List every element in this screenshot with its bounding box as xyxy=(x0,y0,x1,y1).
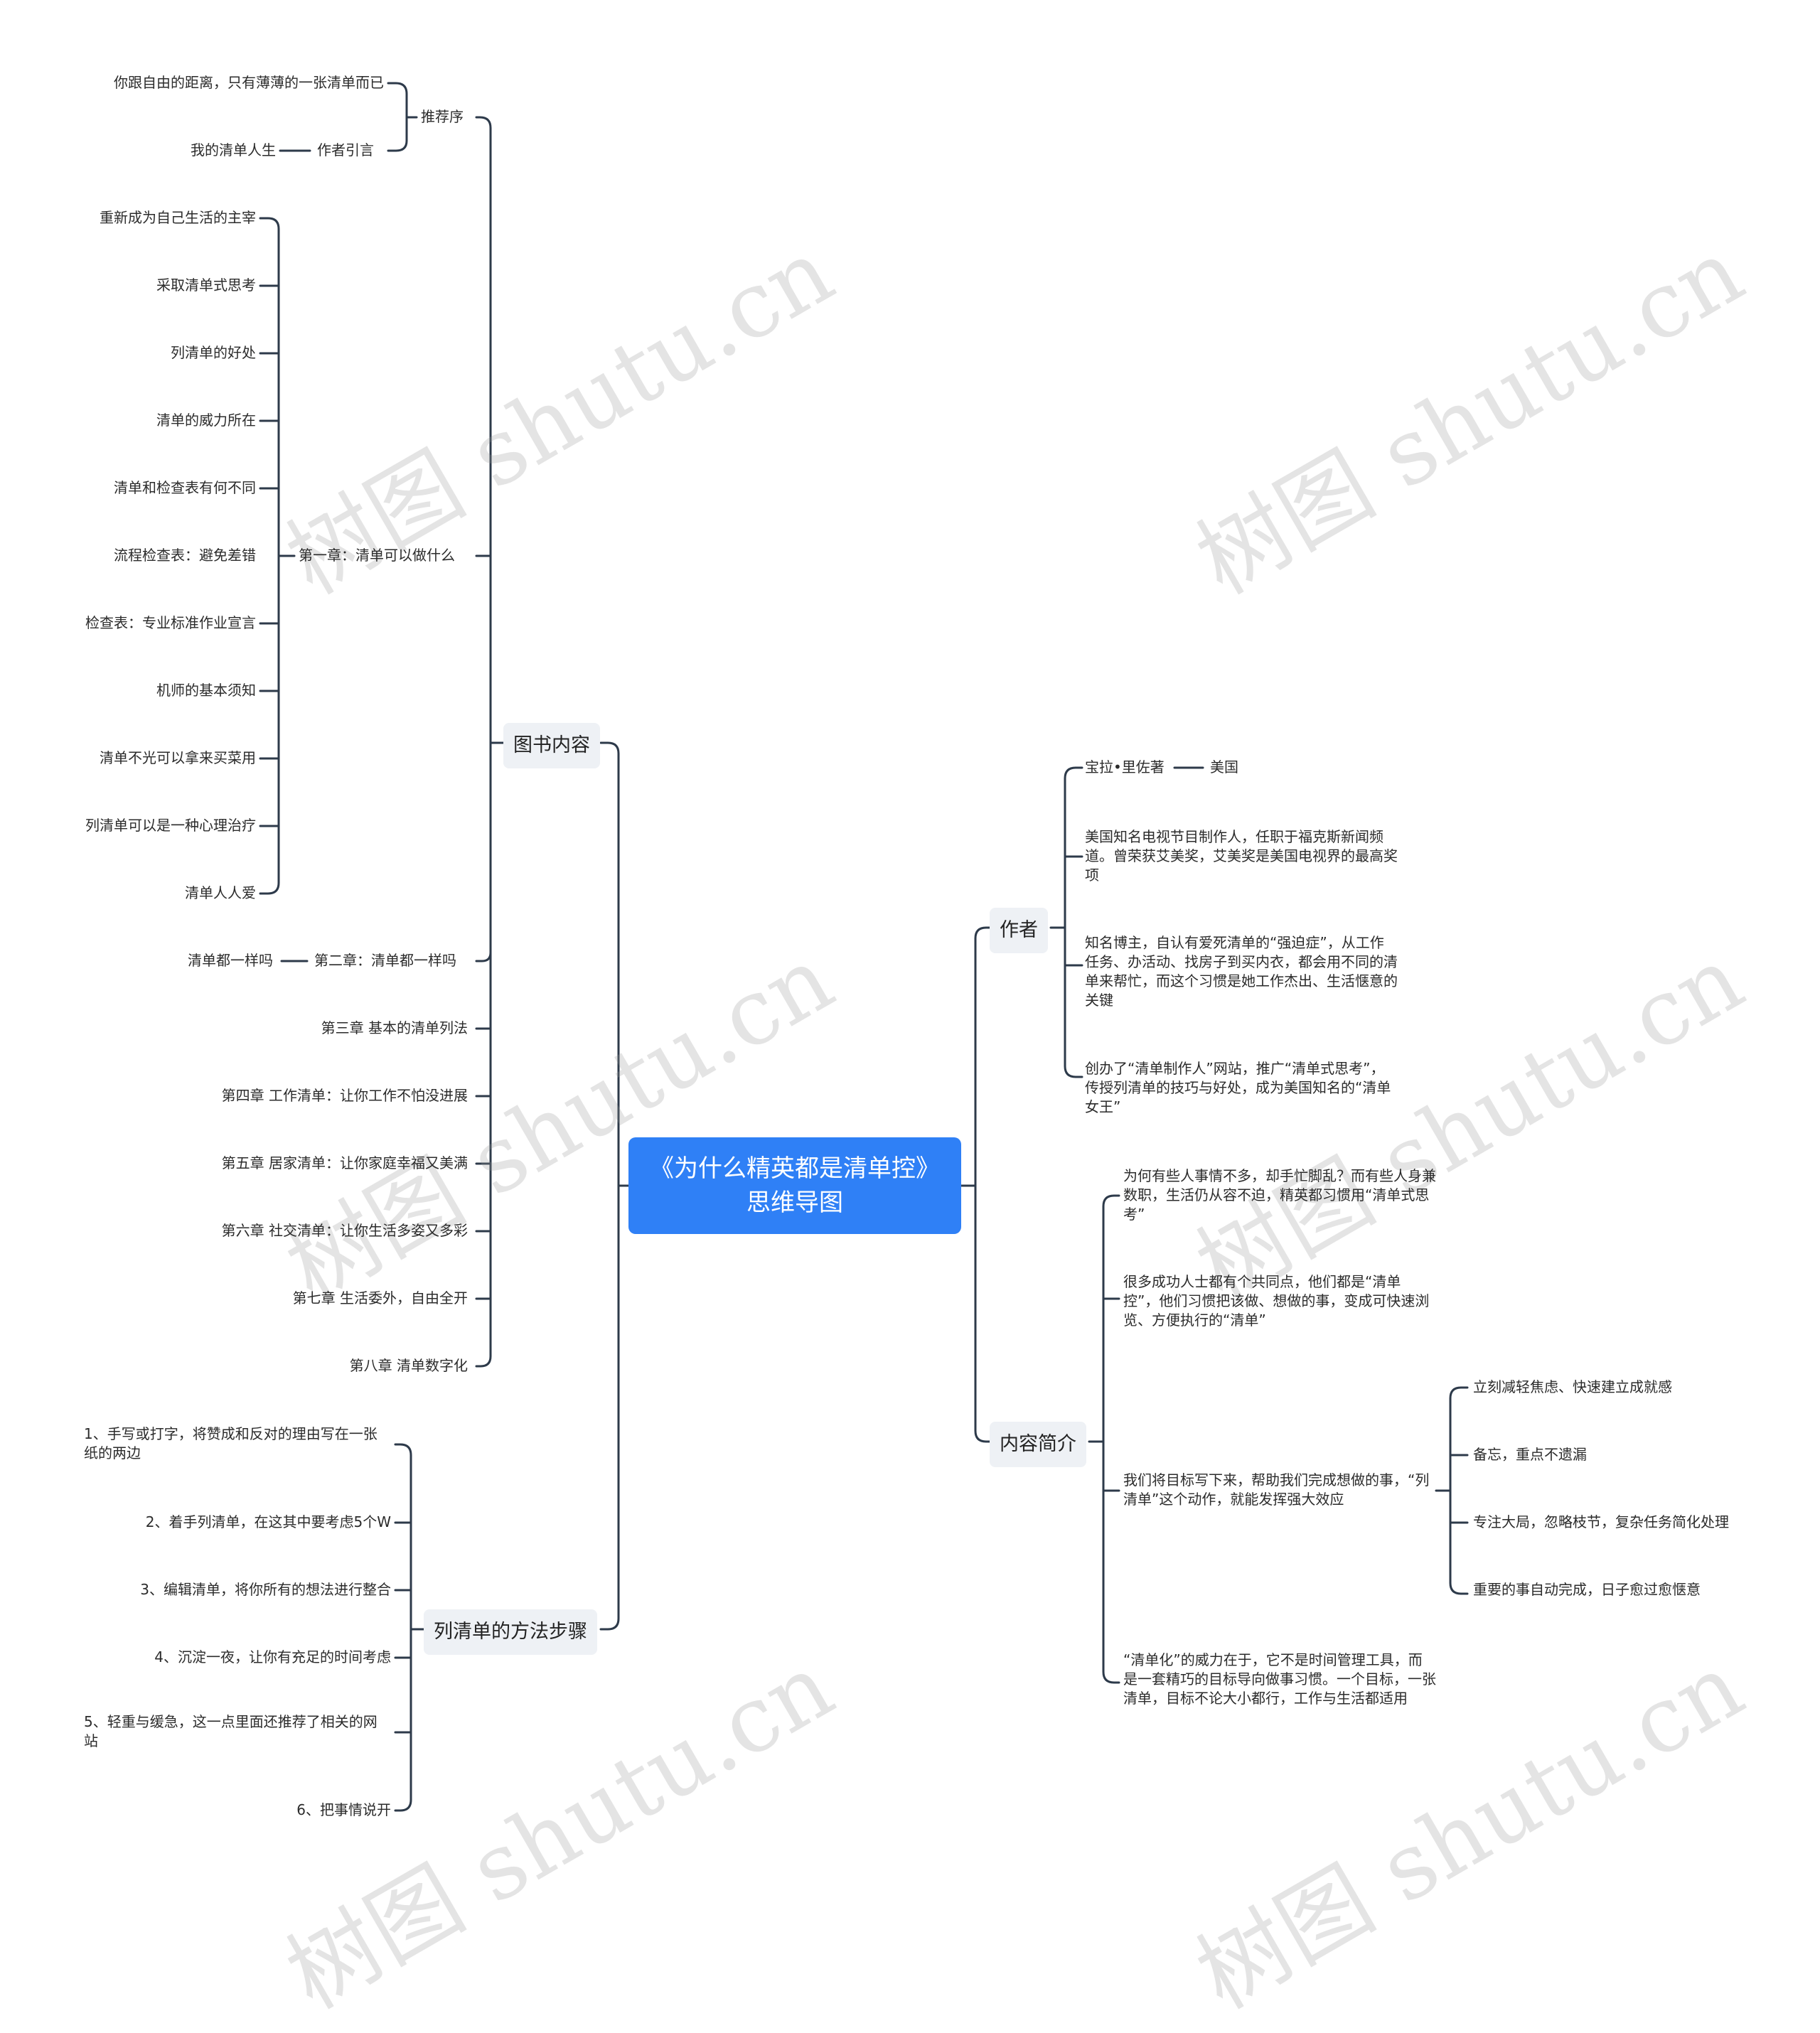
node-recommend[interactable]: 推荐序 xyxy=(421,108,464,125)
ch1-item[interactable]: 检查表：专业标准作业宣言 xyxy=(85,614,256,631)
link-book-up xyxy=(475,116,492,744)
link-trunk-book xyxy=(599,741,620,1187)
branch-method-steps[interactable]: 列清单的方法步骤 xyxy=(424,1609,597,1655)
ch1-item[interactable]: 列清单可以是一种心理治疗 xyxy=(85,817,256,834)
chapter-item[interactable]: 第六章 社交清单：让你生活多姿又多彩 xyxy=(221,1222,468,1239)
node-ch1[interactable]: 第一章：清单可以做什么 xyxy=(299,547,455,564)
method-step[interactable]: 4、沉淀一夜，让你有充足的时间考虑 xyxy=(154,1648,391,1665)
branch-author[interactable]: 作者 xyxy=(990,908,1048,953)
author-name[interactable]: 宝拉•里佐著 xyxy=(1085,758,1165,776)
branch-intro[interactable]: 内容简介 xyxy=(990,1422,1086,1467)
ch1-item[interactable]: 清单不光可以拿来买菜用 xyxy=(100,749,256,766)
chapter-item[interactable]: 第三章 基本的清单列法 xyxy=(321,1019,468,1036)
author-detail[interactable]: 美国知名电视节目制作人，任职于福克斯新闻频道。曾荣获艾美奖，艾美奖是美国电视界的… xyxy=(1085,828,1398,884)
node-recommend-item[interactable]: 你跟自由的距离，只有薄薄的一张清单而已 xyxy=(114,74,384,91)
root-title: 《为什么精英都是清单控》思维导图 xyxy=(650,1154,940,1217)
intro-detail[interactable]: 为何有些人事情不多，却手忙脚乱？而有些人身兼数职，生活仍从容不迫，精英都习惯用“… xyxy=(1123,1167,1436,1223)
author-country[interactable]: 美国 xyxy=(1210,758,1238,776)
ch1-item[interactable]: 列清单的好处 xyxy=(171,344,256,361)
ch1-item[interactable]: 流程检查表：避免差错 xyxy=(114,547,256,564)
root-topic[interactable]: 《为什么精英都是清单控》思维导图 xyxy=(628,1137,961,1234)
method-step[interactable]: 2、着手列清单，在这其中要考虑5个W xyxy=(145,1513,391,1530)
node-author-intro-child[interactable]: 我的清单人生 xyxy=(191,141,276,159)
effect-item[interactable]: 备忘，重点不遗漏 xyxy=(1473,1446,1587,1463)
intro-detail[interactable]: 我们将目标写下来，帮助我们完成想做的事，“列清单”这个动作，就能发挥强大效应 xyxy=(1123,1471,1430,1508)
method-step[interactable]: 3、编辑清单，将你所有的想法进行整合 xyxy=(140,1581,391,1598)
link-trunk-intro xyxy=(974,1184,991,1443)
node-ch2[interactable]: 第二章：清单都一样吗 xyxy=(314,952,456,969)
intro-detail[interactable]: 很多成功人士都有个共同点，他们都是“清单控”，他们习惯把该做、想做的事，变成可快… xyxy=(1123,1273,1430,1329)
link-book-ch2 xyxy=(475,742,492,962)
ch1-item[interactable]: 清单和检查表有何不同 xyxy=(114,479,256,496)
chapter-item[interactable]: 第七章 生活委外，自由全开 xyxy=(292,1289,468,1307)
ch1-item[interactable]: 清单的威力所在 xyxy=(156,412,256,429)
ch1-item[interactable]: 清单人人爱 xyxy=(185,884,256,901)
connector-lines xyxy=(259,82,1469,1812)
link-book-down xyxy=(475,742,492,1368)
intro-detail[interactable]: “清单化”的威力在于，它不是时间管理工具，而是一套精巧的目标导向做事习惯。一个目… xyxy=(1123,1651,1436,1707)
chapter-item[interactable]: 第四章 工作清单：让你工作不怕没进展 xyxy=(221,1087,468,1104)
effect-item[interactable]: 重要的事自动完成，日子愈过愈惬意 xyxy=(1473,1581,1701,1598)
method-step[interactable]: 5、轻重与缓急，这一点里面还推荐了相关的网站 xyxy=(84,1713,378,1749)
ch1-item[interactable]: 重新成为自己生活的主宰 xyxy=(100,209,256,226)
ch1-item[interactable]: 机师的基本须知 xyxy=(156,682,256,699)
effect-item[interactable]: 立刻减轻焦虑、快速建立成就感 xyxy=(1473,1378,1672,1395)
ch1-item[interactable]: 采取清单式思考 xyxy=(156,277,256,294)
link-trunk-author xyxy=(974,926,991,1187)
author-detail[interactable]: 创办了“清单制作人”网站，推广“清单式思考”，传授列清单的技巧与好处，成为美国知… xyxy=(1085,1060,1391,1115)
node-ch2-child[interactable]: 清单都一样吗 xyxy=(188,952,273,969)
author-detail[interactable]: 知名博主，自认有爱死清单的“强迫症”，从工作任务、办活动、找房子到买内衣，都会用… xyxy=(1085,934,1398,1009)
effect-item[interactable]: 专注大局，忽略枝节，复杂任务简化处理 xyxy=(1473,1513,1729,1530)
method-step[interactable]: 6、把事情说开 xyxy=(296,1801,391,1818)
link-trunk-method xyxy=(599,1184,620,1631)
chapter-item[interactable]: 第八章 清单数字化 xyxy=(349,1357,468,1374)
method-step[interactable]: 1、手写或打字，将赞成和反对的理由写在一张纸的两边 xyxy=(84,1425,378,1461)
node-author-intro[interactable]: 作者引言 xyxy=(317,141,374,159)
branch-book-content[interactable]: 图书内容 xyxy=(503,723,600,768)
chapter-item[interactable]: 第五章 居家清单：让你家庭幸福又美满 xyxy=(221,1154,468,1171)
